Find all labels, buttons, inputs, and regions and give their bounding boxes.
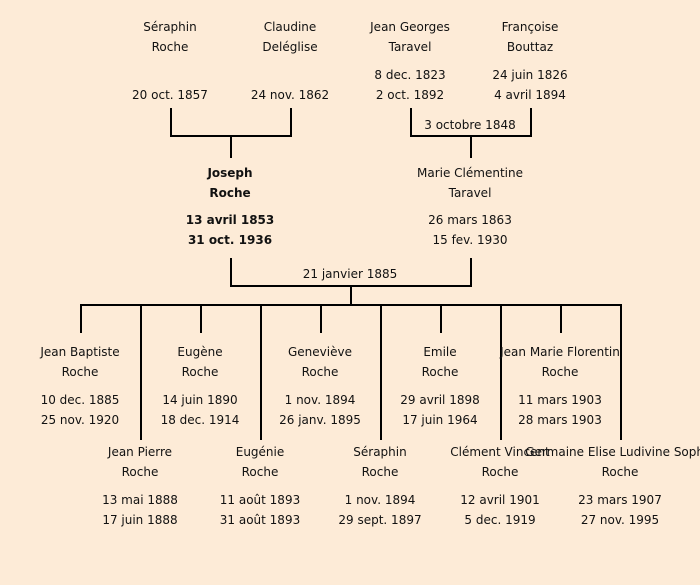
person-birth-date: 23 mars 1907 <box>578 493 662 507</box>
person-first-name: Jean Pierre <box>107 445 173 459</box>
person-birth-date: 13 mai 1888 <box>102 493 178 507</box>
person-first-name: Séraphin <box>143 20 197 34</box>
person-last-name: Roche <box>241 465 279 479</box>
person-last-name: Roche <box>481 465 519 479</box>
person-birth-date: 11 mars 1903 <box>518 393 602 407</box>
person-first-name: Eugénie <box>235 445 285 459</box>
parents-bracket <box>230 258 472 305</box>
person-death-date: 27 nov. 1995 <box>580 513 660 527</box>
person-death-date: 31 oct. 1936 <box>187 233 273 247</box>
person-death-date: 17 juin 1964 <box>402 413 478 427</box>
grandparents-left-bracket <box>170 108 292 158</box>
person-death-date: 4 avril 1894 <box>494 88 566 102</box>
person-first-name: Marie Clémentine <box>417 166 523 180</box>
person-death-date: 31 août 1893 <box>219 513 301 527</box>
person-birth-date: 29 avril 1898 <box>400 393 480 407</box>
person-first-name: Eugène <box>177 345 223 359</box>
grandparents-right-bracket <box>410 108 532 158</box>
person-death-date: 18 dec. 1914 <box>160 413 240 427</box>
person-death-date: 2 oct. 1892 <box>375 88 445 102</box>
person-birth-date: 13 avril 1853 <box>185 213 275 227</box>
children-drops-top <box>80 305 562 333</box>
person-last-name: Roche <box>301 365 339 379</box>
person-first-name: Joseph <box>207 166 253 180</box>
person-first-name: Emile <box>423 345 457 359</box>
person-last-name: Roche <box>181 365 219 379</box>
person-death-date: 26 janv. 1895 <box>279 413 361 427</box>
person-last-name: Roche <box>121 465 159 479</box>
person-birth-date: 24 juin 1826 <box>492 68 568 82</box>
person-first-name: Jean Georges <box>370 20 450 34</box>
person-birth-date: 14 juin 1890 <box>162 393 238 407</box>
person-first-name: Françoise <box>501 20 559 34</box>
person-birth-date: 11 août 1893 <box>219 493 301 507</box>
person-first-name: Clément Vincent <box>450 445 550 459</box>
person-death-date: 24 nov. 1862 <box>250 88 330 102</box>
person-last-name: Taravel <box>448 186 492 200</box>
person-first-name: Germaine Elise Ludivine Sophie <box>525 445 700 459</box>
person-first-name: Jean Baptiste <box>40 345 120 359</box>
person-last-name: Taravel <box>388 40 432 54</box>
person-first-name: Claudine <box>263 20 317 34</box>
person-first-name: Séraphin <box>353 445 407 459</box>
person-first-name: Geneviève <box>288 345 352 359</box>
person-death-date: 25 nov. 1920 <box>40 413 120 427</box>
person-birth-date: 10 dec. 1885 <box>40 393 120 407</box>
children-drops-bottom <box>140 305 622 440</box>
person-birth-date: 1 nov. 1894 <box>344 493 416 507</box>
person-birth-date: 12 avril 1901 <box>460 493 540 507</box>
person-death-date: 28 mars 1903 <box>518 413 602 427</box>
person-death-date: 29 sept. 1897 <box>338 513 422 527</box>
person-death-date: 20 oct. 1857 <box>132 88 208 102</box>
person-birth-date: 8 dec. 1823 <box>374 68 446 82</box>
person-last-name: Roche <box>151 40 189 54</box>
marriage-date-parents: 21 janvier 1885 <box>302 267 398 281</box>
marriage-date-grandparents: 3 octobre 1848 <box>424 118 516 132</box>
person-last-name: Roche <box>209 186 251 200</box>
person-death-date: 17 juin 1888 <box>102 513 178 527</box>
person-death-date: 15 fev. 1930 <box>432 233 508 247</box>
person-last-name: Bouttaz <box>506 40 554 54</box>
person-last-name: Deléglise <box>262 40 318 54</box>
person-last-name: Roche <box>361 465 399 479</box>
person-last-name: Roche <box>541 365 579 379</box>
person-last-name: Roche <box>61 365 99 379</box>
person-birth-date: 1 nov. 1894 <box>284 393 356 407</box>
person-birth-date: 26 mars 1863 <box>428 213 512 227</box>
person-first-name: Jean Marie Florentin <box>500 345 620 359</box>
person-last-name: Roche <box>601 465 639 479</box>
person-death-date: 5 dec. 1919 <box>464 513 536 527</box>
person-last-name: Roche <box>421 365 459 379</box>
